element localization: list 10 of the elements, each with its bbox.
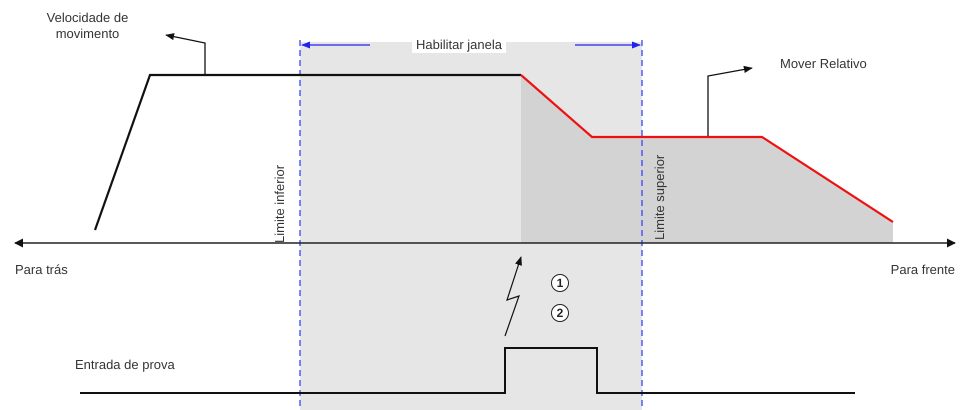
leader-line xyxy=(165,33,206,74)
upper-limit-label: Limite superior xyxy=(652,154,668,240)
leader-line xyxy=(707,66,753,136)
window-label: Habilitar janela xyxy=(412,37,506,53)
lower-limit-label: Limite inferior xyxy=(272,164,288,243)
direction-label: Para trás xyxy=(15,262,68,278)
direction-label: Para frente xyxy=(890,262,955,278)
signal-label: Entrada de prova xyxy=(75,357,175,373)
speed-label: Velocidade de movimento xyxy=(30,10,145,42)
move-label: Mover Relativo xyxy=(780,56,867,72)
